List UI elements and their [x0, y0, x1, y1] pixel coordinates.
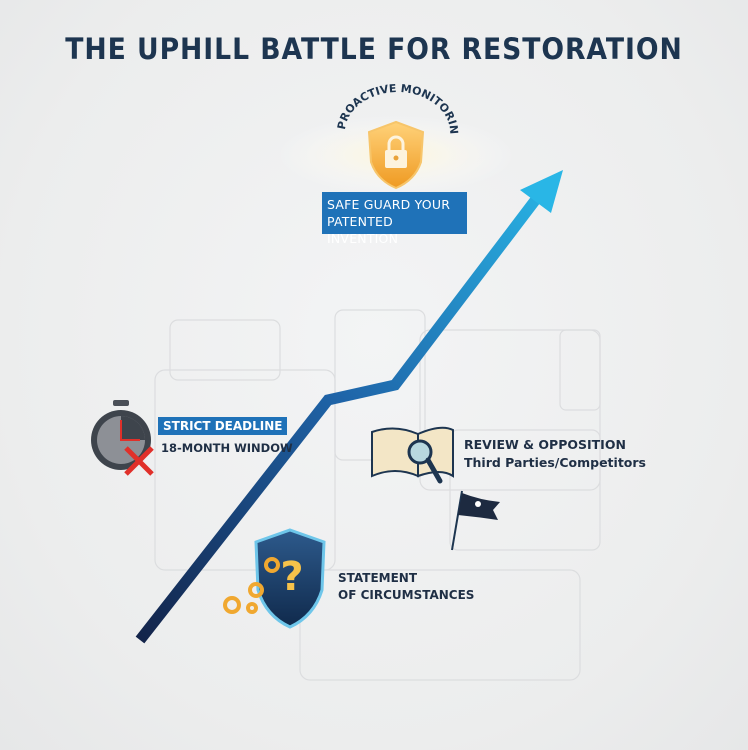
lock-shield-icon [367, 120, 425, 190]
safeguard-box: SAFE GUARD YOUR PATENTED INVENTION [322, 192, 467, 246]
question-shield-icon: ? [223, 528, 326, 629]
safeguard-line1: SAFE GUARD YOUR [327, 197, 451, 212]
statement-line1: STATEMENT [338, 571, 418, 585]
page-title: THE UPHILL BATTLE FOR RESTORATION [65, 32, 683, 66]
proactive-arc-label: PROACTIVE MONITORING [0, 0, 460, 135]
background-circuit-lines [154, 309, 601, 681]
pirate-flag-icon [451, 490, 500, 551]
safeguard-line2: PATENTED INVENTION [327, 214, 399, 246]
review-title: REVIEW & OPPOSITION [464, 437, 626, 452]
statement-line2: OF CIRCUMSTANCES [338, 588, 475, 602]
svg-text:?: ? [280, 554, 303, 600]
review-subtitle: Third Parties/Competitors [464, 455, 646, 470]
book-magnifier-icon [371, 426, 454, 484]
proactive-monitoring-group: PROACTIVE MONITORING [0, 0, 516, 195]
uphill-arrow [135, 170, 563, 644]
strict-deadline-badge: STRICT DEADLINE [158, 417, 288, 435]
stopwatch-icon [91, 400, 154, 476]
deadline-subtitle: 18-MONTH WINDOW [161, 441, 293, 455]
